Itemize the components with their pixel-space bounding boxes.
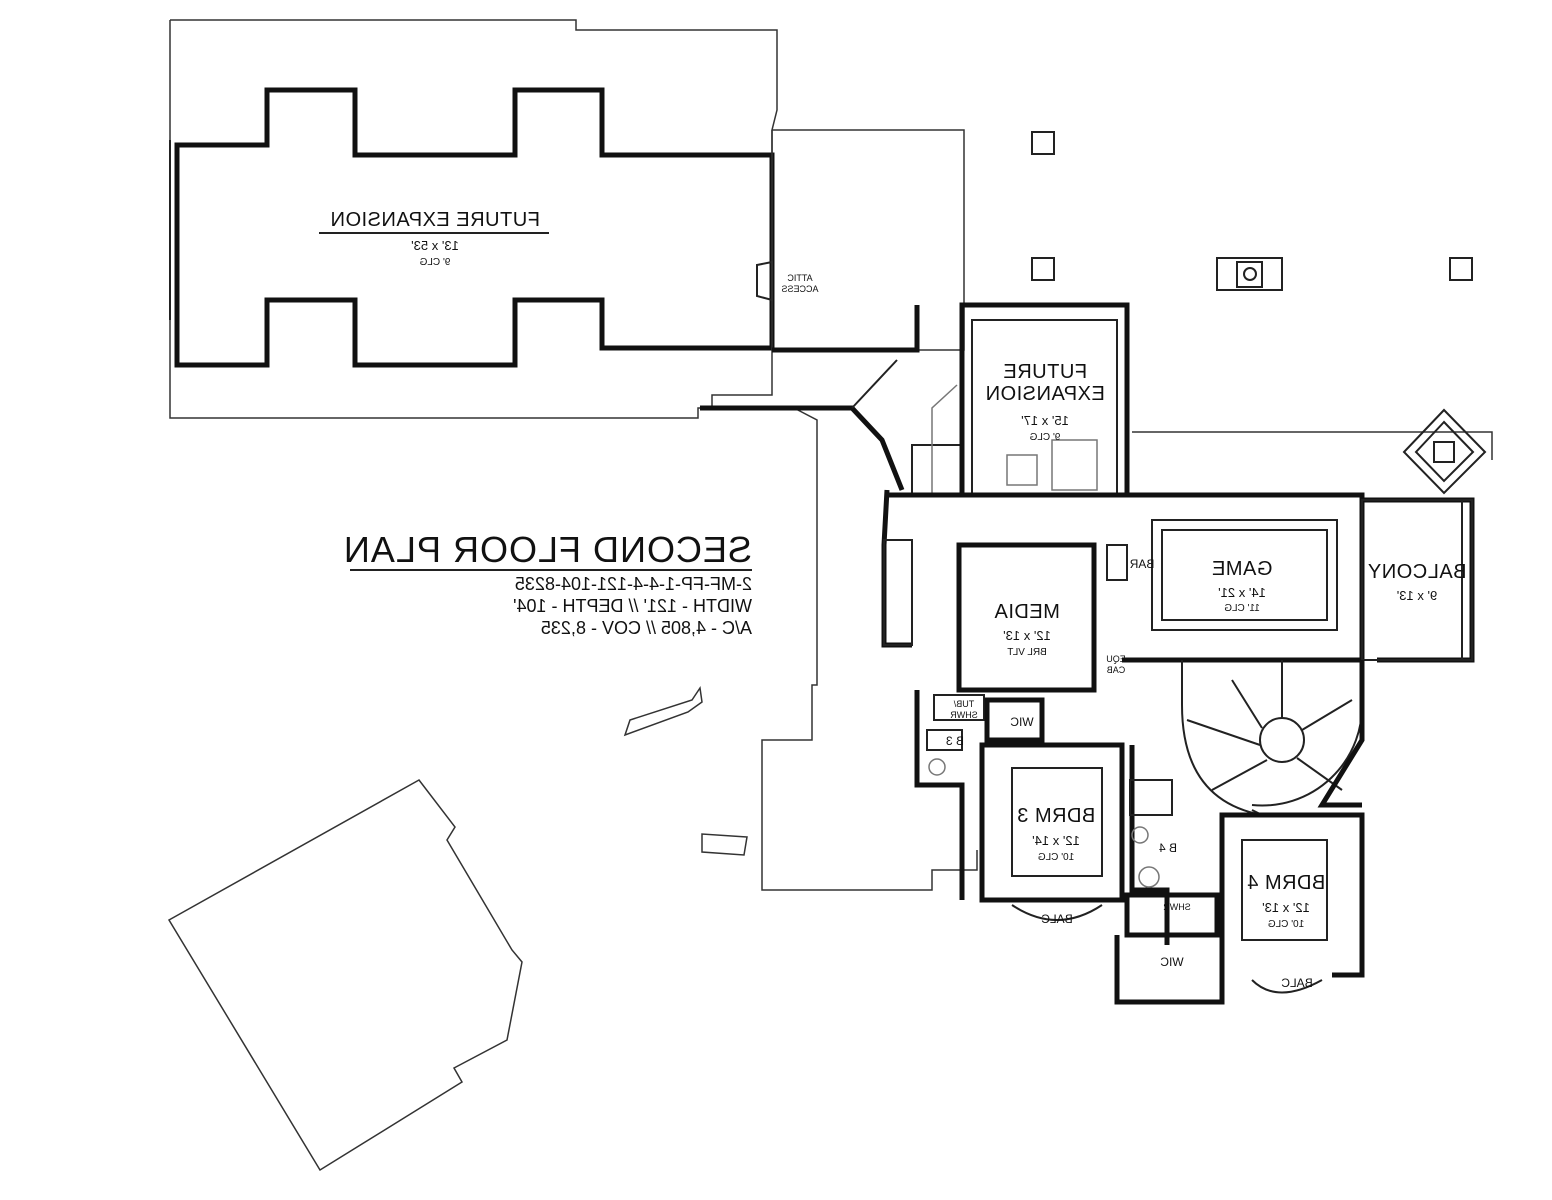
tub-label-1: TUB/ — [953, 699, 974, 709]
attic-access-label-1: ATTIC — [787, 273, 813, 283]
future-expansion-small-dims: 15' x 17' — [1021, 413, 1069, 428]
plan-info-line-1: 2-MF-FP-1-4-4-121-104-8235 — [515, 574, 752, 594]
bdrm3-dims: 12' x 14' — [1032, 833, 1080, 848]
bdrm4-dims: 12' x 13' — [1262, 900, 1310, 915]
outdoor-fireplace — [1402, 408, 1487, 495]
plan-info-line-2: WIDTH - 121' // DEPTH - 104' — [513, 596, 752, 616]
bdrm4-name: BDRM 4 — [1247, 872, 1326, 894]
media-clg: BRL VLT — [1007, 647, 1046, 658]
title-block: SECOND FLOOR PLAN 2-MF-FP-1-4-4-121-104-… — [343, 529, 752, 638]
future-expansion-small-name-2: EXPANSION — [985, 383, 1105, 405]
balcony-name: BALCONY — [1367, 561, 1466, 583]
future-expansion-main-clg: 9' CLG — [419, 257, 450, 268]
bdrm3-clg: 10' CLG — [1038, 852, 1075, 863]
game-clg: 11' CLG — [1224, 603, 1260, 614]
attic-access-label-2: ACCESS — [781, 284, 818, 294]
future-expansion-small-name-1: FUTURE — [1003, 361, 1087, 383]
bath4-label: B 4 — [1159, 841, 1177, 855]
bdrm4-suite: B 4 SHWR WIC BDRM 4 12' x 13' 10' CLG BA… — [1114, 745, 1365, 1005]
future-expansion-small-clg: 9' CLG — [1029, 432, 1060, 443]
porch-columns — [1031, 131, 1473, 291]
bdrm3-name: BDRM 3 — [1017, 805, 1096, 827]
bar-label: BAR — [1129, 557, 1154, 571]
equip-label-1: EQU — [1106, 654, 1126, 664]
media-dims: 12' x 13' — [1003, 628, 1051, 643]
plan-geometry: ATTIC ACCESS FUTURE — [167, 19, 1493, 1172]
wic-left-label: WIC — [1010, 715, 1034, 729]
tub-label-2: SHWR — [950, 710, 978, 720]
bath3-label: B 3 — [946, 734, 964, 748]
plan-info-line-3: A/C - 4,805 // COV - 8,235 — [541, 618, 752, 638]
game-name: GAME — [1212, 558, 1273, 580]
equip-label-2: CAB — [1107, 665, 1126, 675]
plan-title: SECOND FLOOR PLAN — [343, 529, 752, 570]
balcony: BALCONY 9' x 13' — [1132, 431, 1493, 663]
stair-landing — [700, 305, 963, 648]
media-name: MEDIA — [994, 601, 1060, 623]
shwr-label: SHWR — [1163, 902, 1191, 912]
wic-bottom-label: WIC — [1160, 955, 1184, 969]
bdrm4-clg: 10' CLG — [1268, 919, 1305, 930]
bdrm3-suite: TUB/ SHWR B 3 WIC BDRM 3 12' x 14' 10' C… — [914, 690, 1125, 926]
future-expansion-main-labels: FUTURE EXPANSION 13' x 53' 9' CLG — [319, 209, 549, 268]
balc-right-label: BALC — [1281, 976, 1313, 990]
future-expansion-main-name: FUTURE EXPANSION — [330, 209, 540, 231]
spiral-stair — [1181, 660, 1365, 816]
roof-outline — [771, 130, 965, 351]
lower-roof-outline — [167, 407, 978, 1172]
future-expansion-main-dims: 13' x 53' — [411, 238, 459, 253]
media-room: MEDIA 12' x 13' BRL VLT — [956, 542, 1097, 693]
future-expansion-room: FUTURE EXPANSION 15' x 17' 9' CLG — [931, 302, 1130, 496]
balcony-dims: 9' x 13' — [1397, 588, 1437, 603]
roof-outline-right — [772, 129, 965, 300]
balc-left-label: BALC — [1041, 912, 1073, 926]
game-dims: 14' x 21' — [1218, 585, 1266, 600]
